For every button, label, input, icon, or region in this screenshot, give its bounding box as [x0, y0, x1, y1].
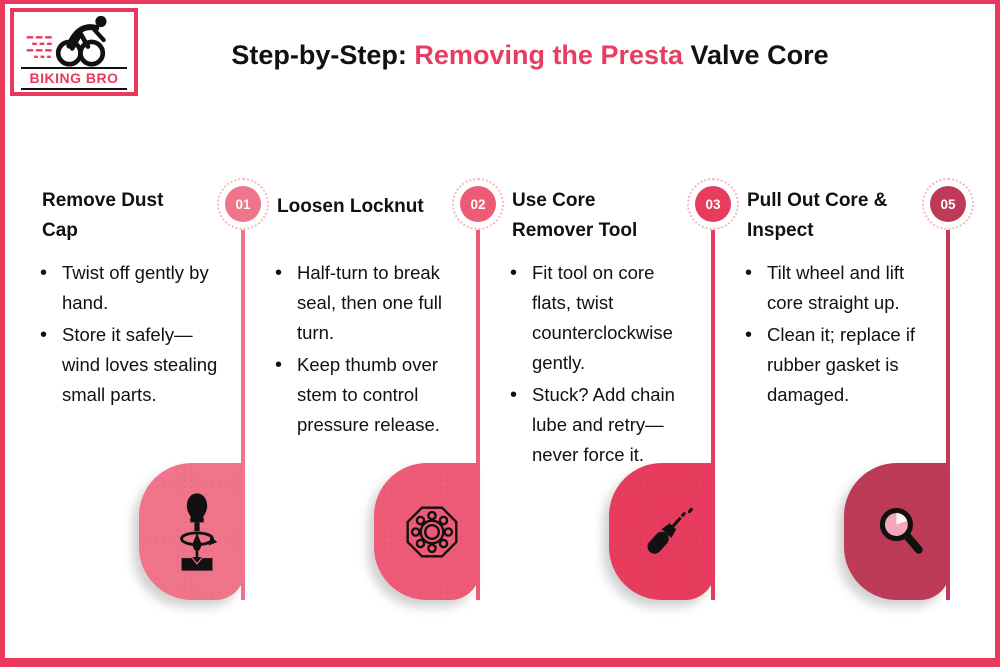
step-icon-blob [609, 463, 715, 600]
locknut-icon [406, 506, 458, 557]
timeline-line [476, 228, 480, 600]
bullet-item: Half-turn to break seal, then one full t… [273, 258, 459, 348]
step-bullets: Fit tool on core flats, twist counterclo… [508, 258, 694, 472]
step-icon-blob [139, 463, 245, 600]
timeline-line [946, 228, 950, 600]
step-number: 03 [695, 186, 731, 222]
bullet-item: Store it safely—wind loves stealing smal… [38, 320, 224, 410]
step-column-4: Pull Out Core & Inspect 05 Tilt wheel an… [713, 172, 974, 612]
core-remover-tool-icon [647, 507, 693, 554]
step-title: Use Core Remover Tool [512, 190, 638, 242]
page-title: Step-by-Step: Removing the Presta Valve … [150, 40, 910, 71]
step-icon-blob [844, 463, 950, 600]
bullet-item: Keep thumb over stem to control pressure… [273, 350, 459, 440]
brand-name: BIKING BRO [21, 67, 127, 90]
bullet-item: Fit tool on core flats, twist counterclo… [508, 258, 688, 378]
title-suffix: Valve Core [683, 40, 829, 70]
magnifier-icon [879, 507, 923, 554]
step-number-badge: 05 [922, 178, 974, 230]
step-number: 05 [930, 186, 966, 222]
step-number: 01 [225, 186, 261, 222]
step-number: 02 [460, 186, 496, 222]
dust-cap-twist-icon [180, 492, 218, 571]
step-column-3: Use Core Remover Tool 03 Fit tool on cor… [478, 172, 739, 612]
timeline-line [241, 228, 245, 600]
bullet-item: Tilt wheel and lift core straight up. [743, 258, 929, 318]
timeline-line [711, 228, 715, 600]
step-title: Remove Dust Cap [42, 190, 164, 242]
step-bullets: Tilt wheel and lift core straight up. Cl… [743, 258, 929, 412]
step-number-badge: 03 [687, 178, 739, 230]
bullet-item: Stuck? Add chain lube and retry—never fo… [508, 380, 688, 470]
cyclist-logo-icon [26, 15, 107, 67]
step-column-2: Loosen Locknut 02 Half-turn to break sea… [243, 172, 504, 612]
bullet-item: Twist off gently by hand. [38, 258, 224, 318]
step-icon-blob [374, 463, 480, 600]
step-bullets: Half-turn to break seal, then one full t… [273, 258, 459, 442]
step-column-1: Remove Dust Cap 01 Twist off gently by h… [8, 172, 269, 612]
step-title: Pull Out Core & Inspect [747, 190, 888, 242]
step-number-badge: 01 [217, 178, 269, 230]
title-highlight: Removing the Presta [414, 40, 683, 70]
brand-logo: BIKING BRO [10, 8, 138, 96]
title-prefix: Step-by-Step: [231, 40, 415, 70]
step-title: Loosen Locknut [277, 196, 424, 217]
step-bullets: Twist off gently by hand. Store it safel… [38, 258, 224, 412]
bullet-item: Clean it; replace if rubber gasket is da… [743, 320, 929, 410]
step-number-badge: 02 [452, 178, 504, 230]
